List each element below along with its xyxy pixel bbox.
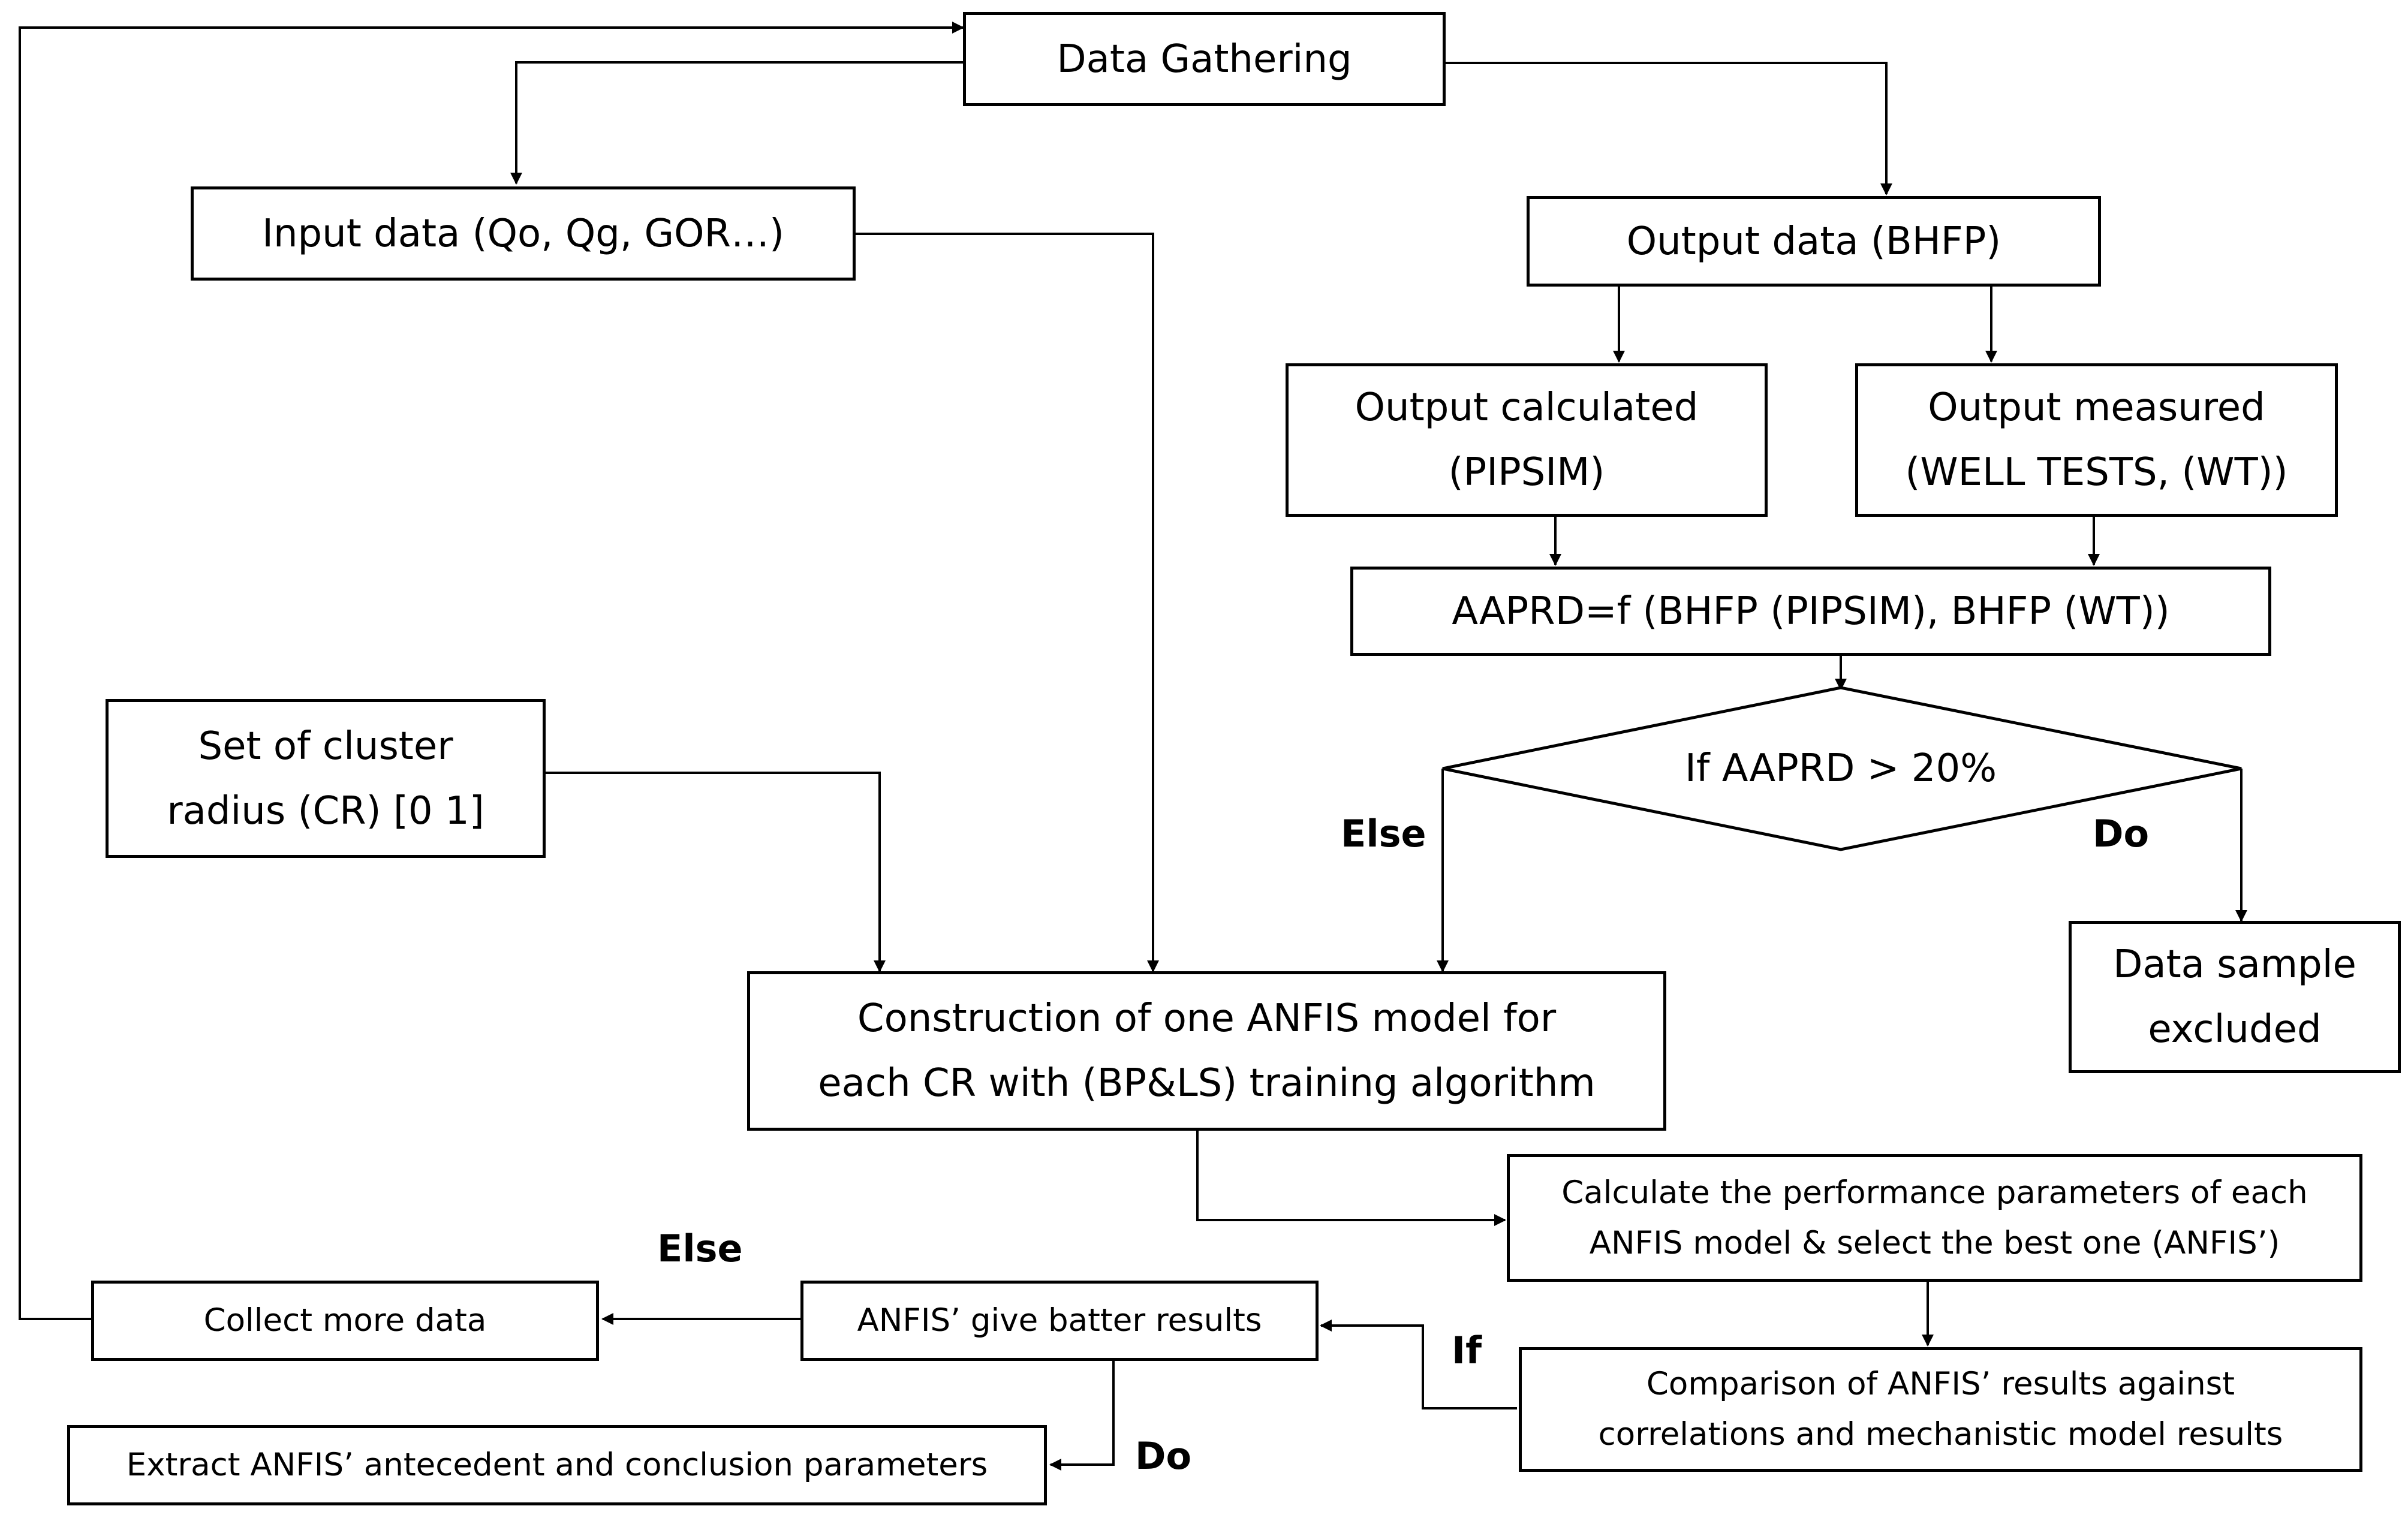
decision-diamond xyxy=(1442,686,2242,851)
connector-input-to-construction xyxy=(856,233,1159,972)
comparison-node: Comparison of ANFIS’ results against cor… xyxy=(1519,1347,2362,1472)
output-data-node: Output data (BHFP) xyxy=(1527,196,2101,287)
connector-comparison-to-anfis xyxy=(1320,1320,1517,1409)
calculate-performance-node: Calculate the performance parameters of … xyxy=(1507,1154,2362,1282)
connector-anfis-to-extract xyxy=(1049,1360,1115,1471)
comparison-if-label: If xyxy=(1452,1329,1482,1372)
connector-gathering-to-output xyxy=(1446,62,1892,195)
output-calculated-node: Output calculated (PIPSIM) xyxy=(1286,363,1768,517)
data-excluded-node: Data sample excluded xyxy=(2069,921,2401,1073)
anfis-else-label: Else xyxy=(657,1227,743,1270)
input-data-node: Input data (Qo, Qg, GOR…) xyxy=(191,186,856,281)
connector-gathering-to-input xyxy=(510,61,963,185)
construction-node: Construction of one ANFIS model for each… xyxy=(747,971,1666,1131)
cluster-radius-node: Set of cluster radius (CR) [0 1] xyxy=(106,699,546,858)
extract-parameters-node: Extract ANFIS’ antecedent and conclusion… xyxy=(67,1425,1047,1505)
anfis-better-results-node: ANFIS’ give batter results xyxy=(800,1281,1319,1361)
decision-do-label: Do xyxy=(2093,812,2150,856)
decision-label: If AAPRD > 20% xyxy=(1685,746,1997,791)
decision-else-label: Else xyxy=(1341,812,1426,856)
collect-more-data-node: Collect more data xyxy=(91,1281,599,1361)
connector-construction-to-calculate xyxy=(1196,1131,1506,1226)
connector-collect-to-gathering xyxy=(19,22,964,1320)
output-measured-node: Output measured (WELL TESTS, (WT)) xyxy=(1855,363,2338,517)
connector-cluster-to-construction xyxy=(546,772,886,972)
data-gathering-node: Data Gathering xyxy=(963,12,1446,106)
aaprd-node: AAPRD=f (BHFP (PIPSIM), BHFP (WT)) xyxy=(1350,567,2271,656)
anfis-do-label: Do xyxy=(1135,1434,1192,1478)
